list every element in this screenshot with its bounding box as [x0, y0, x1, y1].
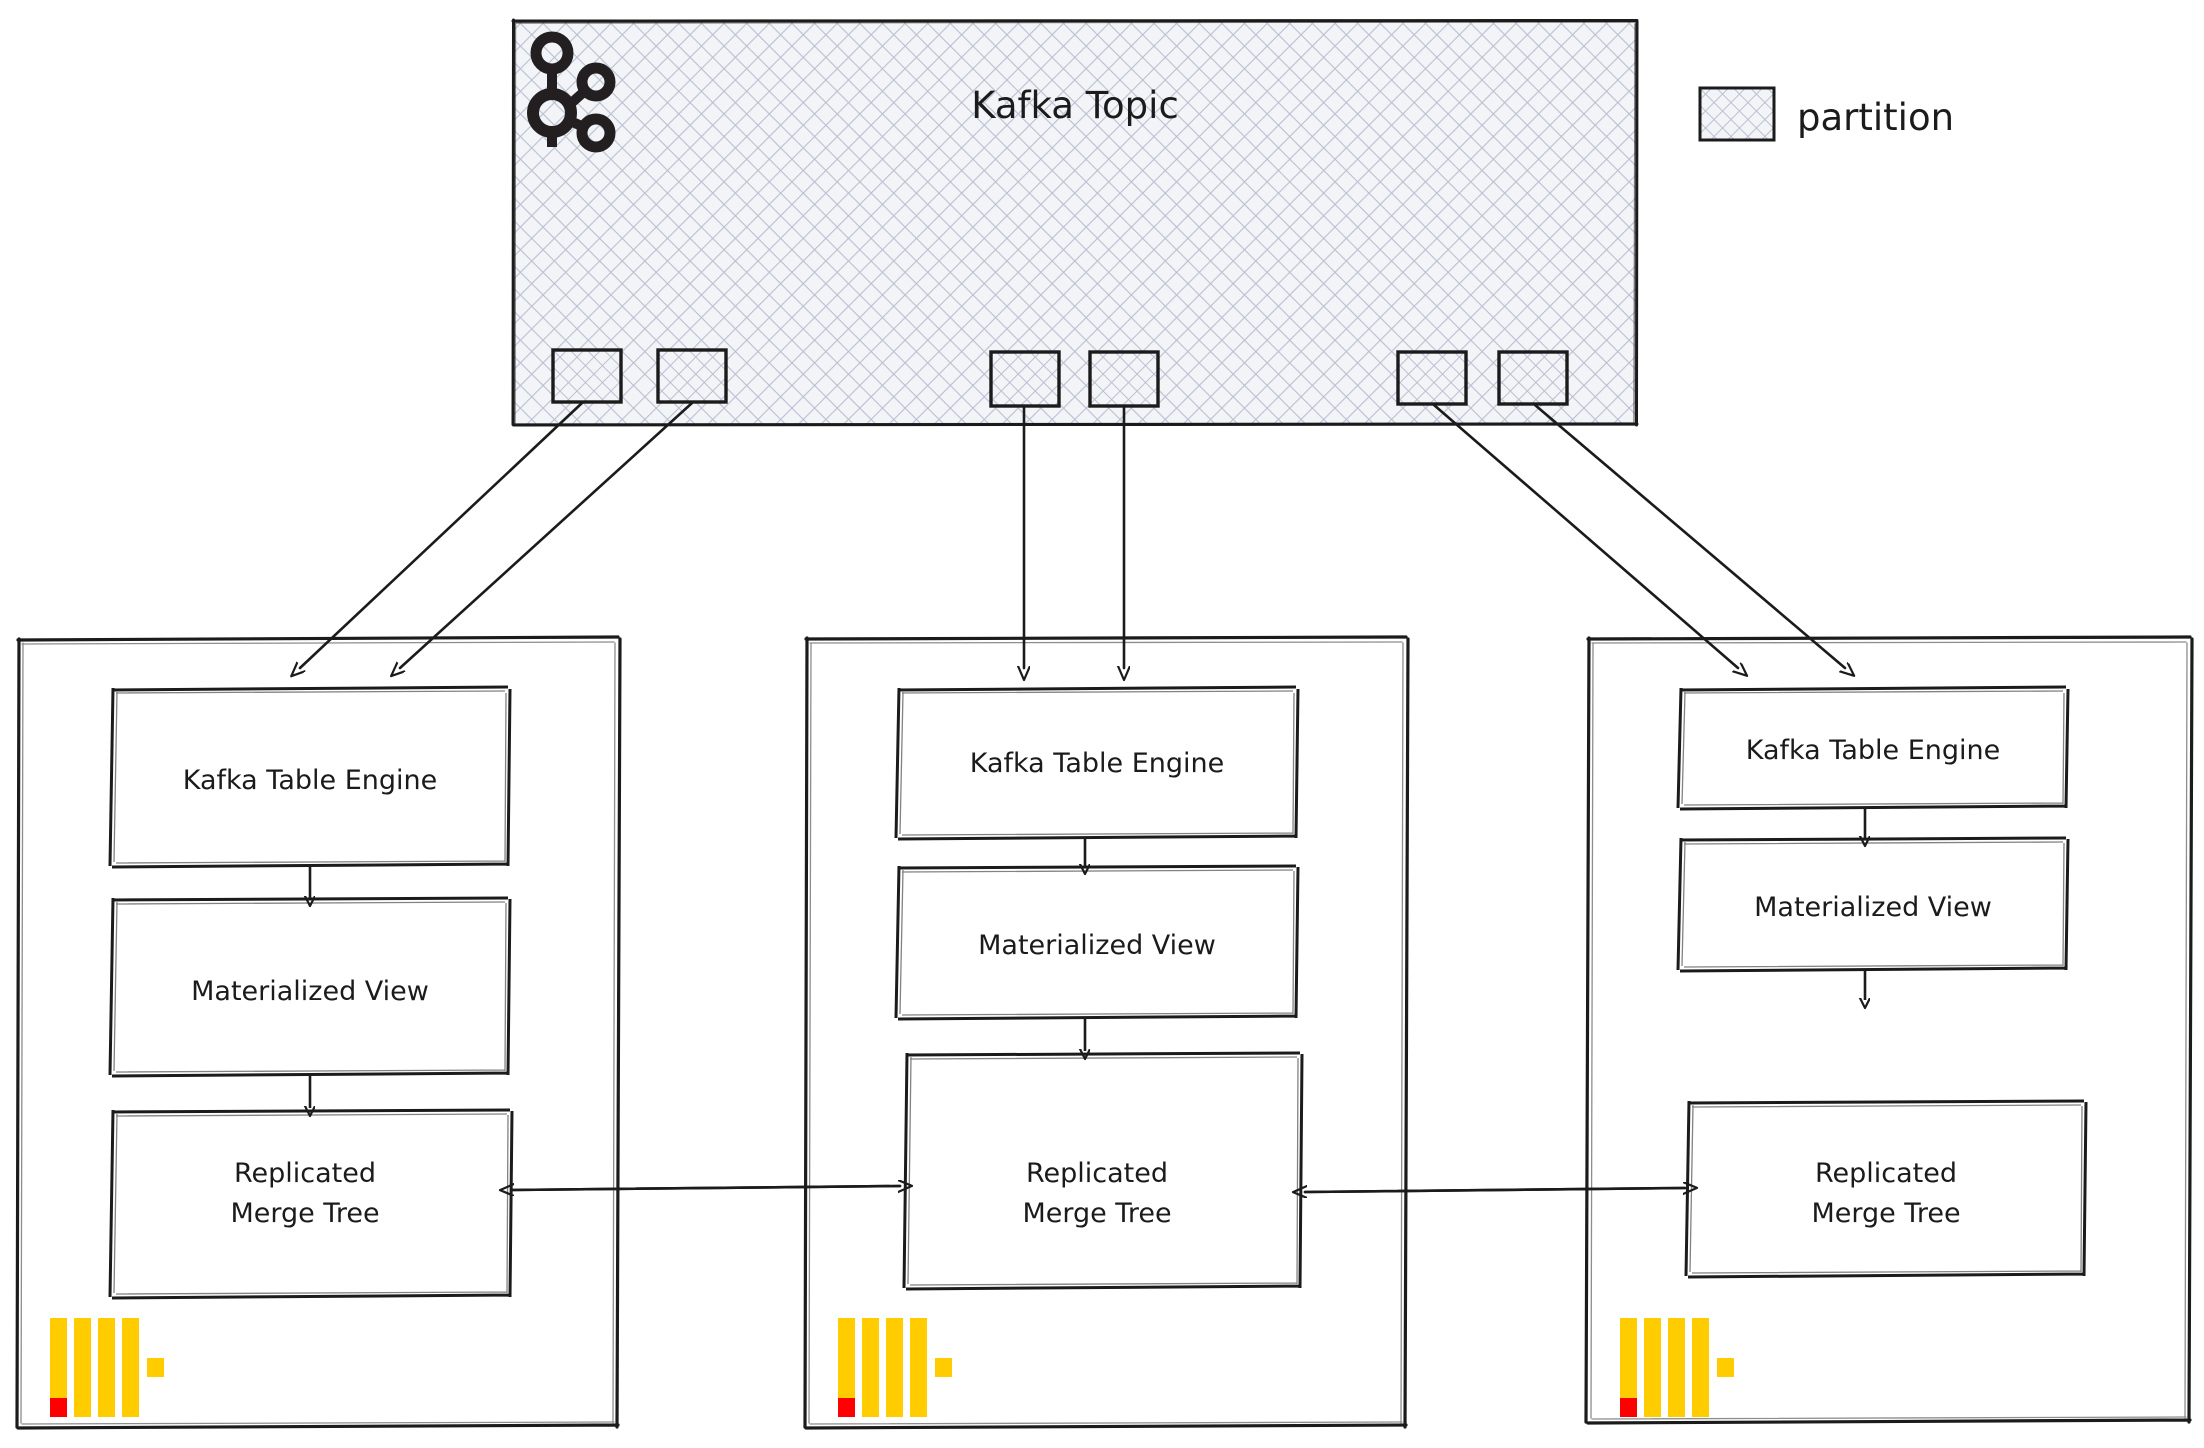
box-label: Kafka Table Engine [183, 765, 438, 796]
replication-arrow-2-3 [1305, 1188, 1685, 1192]
topic-partition[interactable] [1497, 350, 1569, 406]
kafka-topic-panel[interactable]: Kafka Topic [511, 18, 1639, 427]
cluster-node-3[interactable]: Kafka Table Engine Materialized View Rep… [1584, 635, 2194, 1425]
box-replicated-merge-tree[interactable]: Replicated Merge Tree [108, 1108, 514, 1300]
box-label-line1: Replicated [1026, 1158, 1168, 1189]
legend: partition [1698, 86, 1954, 142]
topic-partition[interactable] [1396, 350, 1468, 406]
box-replicated-merge-tree[interactable]: Replicated Merge Tree [1684, 1099, 2088, 1279]
box-materialized-view[interactable]: Materialized View [894, 864, 1300, 1021]
box-kafka-table-engine[interactable]: Kafka Table Engine [1676, 685, 2070, 811]
cluster-node-1[interactable]: Kafka Table Engine Materialized View Rep… [15, 635, 622, 1430]
box-label: Materialized View [1754, 892, 1992, 923]
box-replicated-merge-tree[interactable]: Replicated Merge Tree [902, 1051, 1304, 1291]
partition-swatch-icon [1698, 86, 1776, 142]
box-label-line1: Replicated [234, 1158, 376, 1189]
box-kafka-table-engine[interactable]: Kafka Table Engine [894, 685, 1300, 841]
box-materialized-view[interactable]: Materialized View [1676, 836, 2070, 973]
replication-arrow-1-2 [512, 1186, 900, 1190]
cluster-node-2[interactable]: Kafka Table Engine Materialized View Rep… [803, 635, 1410, 1430]
box-label: Materialized View [191, 976, 429, 1007]
clickhouse-logo-icon [50, 1318, 164, 1417]
kafka-logo-icon [527, 31, 616, 153]
box-label-line1: Replicated [1815, 1158, 1957, 1189]
box-kafka-table-engine[interactable]: Kafka Table Engine [108, 685, 512, 869]
topic-partition[interactable] [656, 348, 728, 404]
topic-title: Kafka Topic [971, 84, 1179, 127]
box-label-line2: Merge Tree [230, 1198, 379, 1229]
box-label: Materialized View [978, 930, 1216, 961]
partition-to-node-arrows [300, 401, 1845, 668]
clickhouse-logo-icon [1620, 1318, 1734, 1417]
box-label-line2: Merge Tree [1811, 1198, 1960, 1229]
topic-partition[interactable] [551, 348, 623, 404]
box-label: Kafka Table Engine [1746, 735, 2001, 766]
box-label: Kafka Table Engine [970, 748, 1225, 779]
topic-partition[interactable] [989, 350, 1061, 408]
clickhouse-logo-icon [838, 1318, 952, 1417]
box-label-line2: Merge Tree [1022, 1198, 1171, 1229]
legend-label: partition [1797, 96, 1954, 139]
box-materialized-view[interactable]: Materialized View [108, 896, 512, 1078]
topic-partition[interactable] [1088, 350, 1160, 408]
